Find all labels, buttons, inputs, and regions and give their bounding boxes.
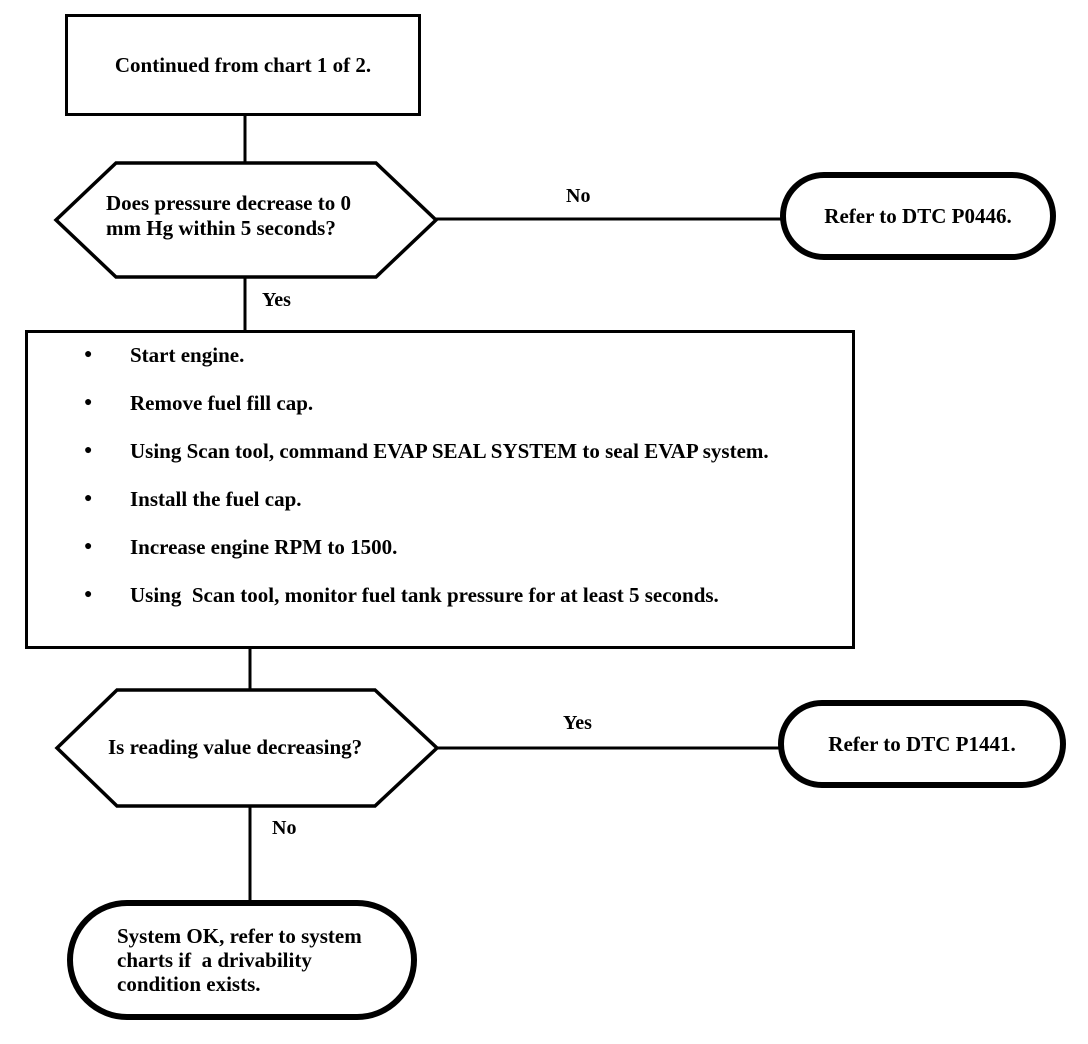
start-box-label: Continued from chart 1 of 2. [114,52,372,77]
decision-pressure-hexagon [53,161,439,279]
bullet-icon: ● [84,491,93,506]
procedure-step-text: Install the fuel cap. [130,487,302,511]
start-box: Continued from chart 1 of 2. [65,14,421,116]
bullet-icon: ● [84,539,93,554]
procedure-list: ● Start engine. ● Remove fuel fill cap. … [84,343,842,607]
procedure-box: ● Start engine. ● Remove fuel fill cap. … [25,330,855,649]
procedure-step-text: Start engine. [130,343,245,367]
procedure-step: ● Remove fuel fill cap. [84,391,842,415]
bullet-icon: ● [84,347,93,362]
terminal-dtc-p0446: Refer to DTC P0446. [780,172,1056,260]
procedure-step-text: Remove fuel fill cap. [130,391,314,415]
edge-label-no-1: No [566,185,591,207]
procedure-step: ● Increase engine RPM to 1500. [84,535,842,559]
procedure-step: ● Start engine. [84,343,842,367]
bullet-icon: ● [84,395,93,410]
decision-reading-hexagon [54,688,440,808]
bullet-icon: ● [84,443,93,458]
terminal-dtc-p1441: Refer to DTC P1441. [778,700,1066,788]
procedure-step-text: Using Scan tool, monitor fuel tank press… [130,583,719,607]
terminal-dtc-p0446-label: Refer to DTC P0446. [824,203,1012,228]
terminal-system-ok-label: System OK, refer to system charts if a d… [117,924,362,996]
procedure-step: ● Install the fuel cap. [84,487,842,511]
procedure-step-text: Using Scan tool, command EVAP SEAL SYSTE… [130,439,769,463]
procedure-step: ● Using Scan tool, monitor fuel tank pre… [84,583,842,607]
bullet-icon: ● [84,587,93,602]
terminal-dtc-p1441-label: Refer to DTC P1441. [828,731,1016,756]
edge-label-yes-1: Yes [262,289,291,311]
procedure-step-text: Increase engine RPM to 1500. [130,535,398,559]
terminal-system-ok: System OK, refer to system charts if a d… [67,900,417,1020]
procedure-step: ● Using Scan tool, command EVAP SEAL SYS… [84,439,842,463]
decision-reading-question: Is reading value decreasing? [108,735,363,759]
edge-label-no-2: No [272,817,297,839]
decision-pressure-question: Does pressure decrease to 0 mm Hg within… [106,191,351,240]
edge-label-yes-2: Yes [563,712,592,734]
